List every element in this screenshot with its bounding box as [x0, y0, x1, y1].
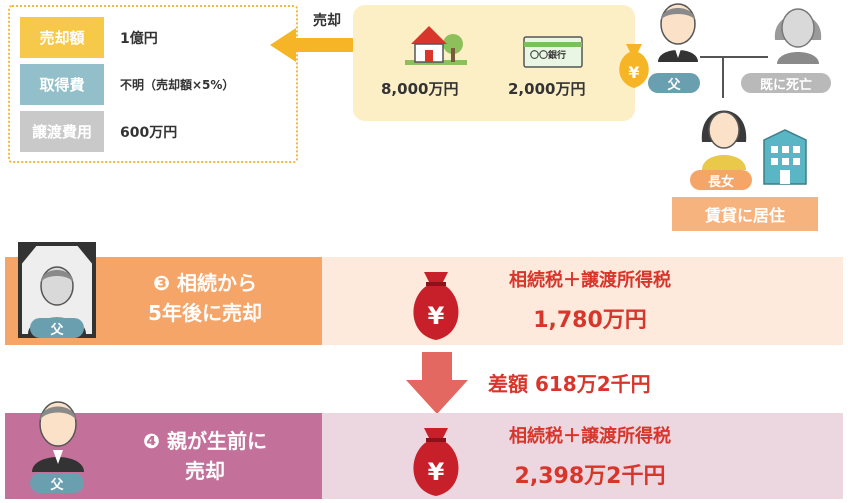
info-row-acquisition-cost: 取得費 不明（売却額×5%）	[20, 64, 290, 105]
yen-money-bag-icon: ¥	[413, 428, 459, 496]
yen-money-bag-icon: ¥	[413, 272, 459, 340]
info-label: 売却額	[20, 17, 104, 58]
scenario4-tax-panel	[322, 413, 843, 499]
scenario4-title-line1: 親が生前に	[166, 429, 267, 453]
residence-label: 賃貸に居住	[672, 197, 818, 231]
scenario3-title-line2: 5年後に売却	[148, 301, 262, 325]
scenario3-person-chip: 父	[30, 318, 84, 338]
info-value: 600万円	[120, 124, 178, 141]
child-line	[722, 56, 724, 98]
info-row-sale-price: 売却額 1億円	[20, 17, 290, 58]
scenario3-tax-label: 相続税＋譲渡所得税	[509, 270, 671, 291]
bank-label: 〇〇銀行	[530, 51, 567, 61]
house-icon	[405, 26, 467, 65]
yen-bag-icon: ¥	[619, 44, 649, 88]
marriage-line	[700, 56, 768, 58]
svg-text:¥: ¥	[428, 302, 445, 330]
scenario3-tax-amount: 1,780万円	[533, 308, 647, 333]
mother-avatar-icon	[774, 8, 822, 64]
info-value: 不明（売却額×5%）	[120, 78, 235, 92]
apartment-building-icon	[763, 129, 807, 185]
daughter-chip: 長女	[690, 170, 752, 190]
father-portrait-icon	[32, 401, 84, 472]
scenario3-badge: ❸	[153, 271, 170, 295]
scenario4-person-chip: 父	[30, 473, 84, 493]
mother-status-chip: 既に死亡	[741, 73, 831, 93]
left-arrow-icon	[270, 28, 392, 62]
father-avatar-icon	[658, 3, 698, 62]
info-label: 譲渡費用	[20, 111, 104, 152]
property-info-box: 売却額 1億円 取得費 不明（売却額×5%） 譲渡費用 600万円	[8, 5, 298, 163]
info-value: 1億円	[120, 30, 158, 47]
down-arrow-icon	[406, 352, 468, 414]
info-label: 取得費	[20, 64, 104, 105]
scenario4-badge: ❹	[143, 429, 160, 453]
bankbook-icon	[523, 36, 583, 68]
sale-label: 売却	[313, 13, 341, 29]
difference-amount: 差額 618万2千円	[488, 372, 651, 396]
svg-text:¥: ¥	[428, 458, 445, 486]
scenario4-tax-amount: 2,398万2千円	[514, 464, 666, 489]
scenario4-title: ❹ 親が生前に 売却	[102, 426, 308, 486]
asset-box	[353, 5, 635, 121]
scenario4-title-line2: 売却	[185, 459, 225, 483]
house-value: 8,000万円	[381, 80, 459, 98]
scenario3-tax-panel	[322, 257, 843, 345]
scenario3-title: ❸ 相続から 5年後に売却	[102, 268, 308, 328]
daughter-avatar-icon	[701, 110, 747, 170]
info-row-transfer-cost: 譲渡費用 600万円	[20, 111, 290, 152]
svg-text:¥: ¥	[628, 63, 639, 82]
scenario4-tax-label: 相続税＋譲渡所得税	[509, 426, 671, 447]
father-chip: 父	[648, 73, 700, 93]
scenario3-title-line1: 相続から	[176, 271, 257, 295]
bank-value: 2,000万円	[508, 80, 586, 98]
